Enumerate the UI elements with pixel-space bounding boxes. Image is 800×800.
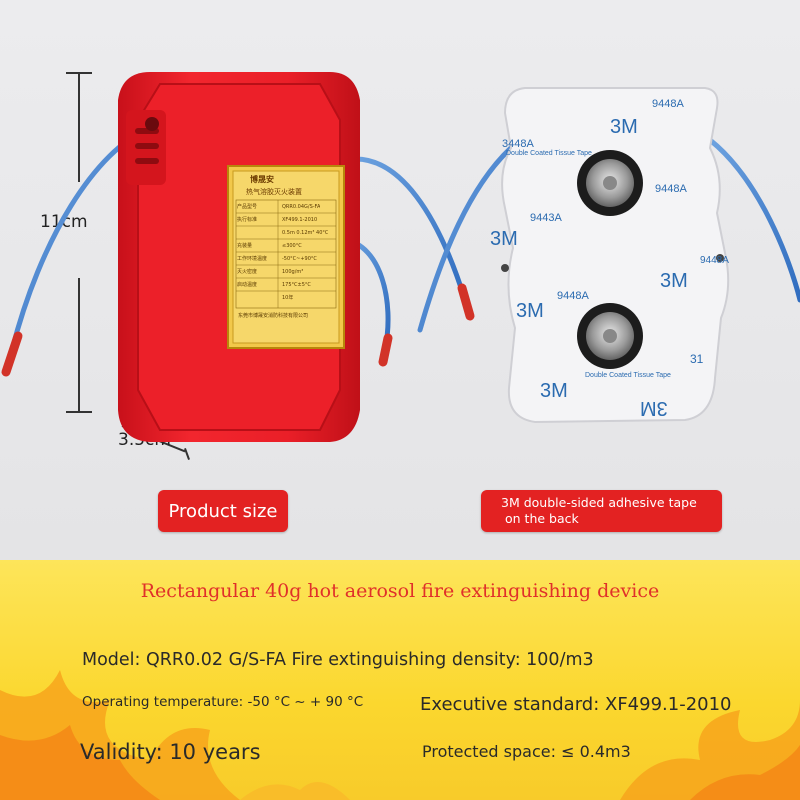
right-wire-1 (342, 156, 468, 303)
height-dimension-line-upper (78, 72, 80, 182)
tape-text-code-f: 9448A (700, 255, 729, 266)
spec-model: Model: QRR0.02 G/S-FA Fire extinguishing… (82, 650, 594, 670)
spec-validity: Validity: 10 years (80, 740, 261, 764)
device-label-row-key: 工作环境温度 (237, 256, 268, 262)
tape-text-3m-f: 3M (640, 397, 668, 419)
spec-protected-space: Protected space: ≤ 0.4m3 (422, 742, 631, 761)
tape-text-3m-d: 3M (516, 300, 544, 322)
left-wire-tip (1, 331, 23, 377)
spec-banner (0, 560, 800, 800)
device-label-brand: 博晟安 (250, 175, 274, 184)
device-label-row: 充装量 ≤300°C (237, 240, 337, 253)
tape-wire-left (417, 137, 523, 333)
tape-text-code-a: 9448A (652, 98, 684, 110)
device-label-row: 10年 (237, 292, 337, 305)
device-label-row-key: 启动温度 (237, 282, 258, 288)
tape-text-desc-a: Double Coated Tissue Tape (506, 150, 592, 157)
adhesive-tape-backplate (501, 87, 730, 424)
device-label-row: 灭火密度 100g/m³ (237, 266, 337, 279)
device-label-row-value: QRR0.04G/S-FA (282, 204, 321, 210)
adhesive-tape-label: 3M double-sided adhesive tape on the bac… (481, 490, 722, 532)
tape-text-code-c: 9443A (530, 212, 562, 224)
device-label-row: 0.5m 0.12m³ 40°C (237, 227, 337, 240)
device-label-row: 产品型号 QRR0.04G/S-FA (237, 201, 337, 214)
fire-extinguishing-device (1, 72, 800, 442)
device-label-maker: 东莞市博晟安消防科技有限公司 (238, 313, 309, 319)
device-label-row-value: XF499.1-2010 (282, 217, 318, 223)
device-label-row-key: 充装量 (237, 243, 253, 249)
device-label-row: 工作环境温度 -50°C~+90°C (237, 253, 337, 266)
device-label-table: 产品型号 QRR0.04G/S-FA 执行标准 XF499.1-2010 0.5m 0.… (237, 201, 337, 305)
product-size-label: Product size (158, 490, 288, 532)
tape-text-3m-c: 3M (660, 270, 688, 292)
tape-text-3m-a: 3M (610, 116, 638, 138)
headline-title: Rectangular 40g hot aerosol fire extingu… (140, 580, 660, 602)
height-dimension-line-lower (78, 278, 80, 412)
device-label-row-key (237, 227, 279, 240)
flame-decoration (0, 670, 800, 800)
tape-text-desc-b: Double Coated Tissue Tape (585, 372, 671, 379)
device-label-row-value: ≤300°C (282, 243, 302, 249)
tape-text-code-d: 9448A (557, 290, 589, 302)
device-label-row-value: 10年 (282, 295, 294, 301)
device-label-row-key: 灭火密度 (237, 269, 258, 275)
spec-operating-temperature: Operating temperature: -50 °C ~ + 90 °C (82, 694, 364, 710)
tape-text-3m-b: 3M (490, 228, 518, 250)
device-label-row: 执行标准 XF499.1-2010 (237, 214, 337, 227)
device-label-row-value: 100g/m³ (282, 269, 304, 275)
device-label-row-key (237, 292, 279, 305)
device-label-row-value: -50°C~+90°C (282, 256, 317, 262)
tape-text-3m-e: 3M (540, 380, 568, 402)
spec-executive-standard: Executive standard: XF499.1-2010 (420, 694, 732, 715)
tape-text-31: 31 (690, 352, 704, 366)
device-label-row: 启动温度 175°C±5°C (237, 279, 337, 292)
tape-text-code-b: 3448A (502, 138, 534, 150)
device-label-row-key: 执行标准 (237, 217, 258, 223)
tape-text-code-e: 9448A (655, 183, 687, 195)
tape-wire-right (707, 137, 800, 303)
device-label-name: 热气溶胶灭火装置 (246, 188, 302, 196)
adhesive-tape-label-line2: on the back (505, 511, 579, 526)
device-label-row-value: 175°C±5°C (282, 282, 311, 288)
device-label-row-key: 产品型号 (237, 204, 258, 210)
right-wire-2-tip (378, 333, 393, 367)
device-label-row-value: 0.5m 0.12m³ 40°C (282, 230, 329, 236)
adhesive-tape-label-line1: 3M double-sided adhesive tape (501, 495, 697, 510)
right-wire-1-tip (457, 283, 475, 321)
height-dimension-bottom-tick (66, 411, 92, 413)
